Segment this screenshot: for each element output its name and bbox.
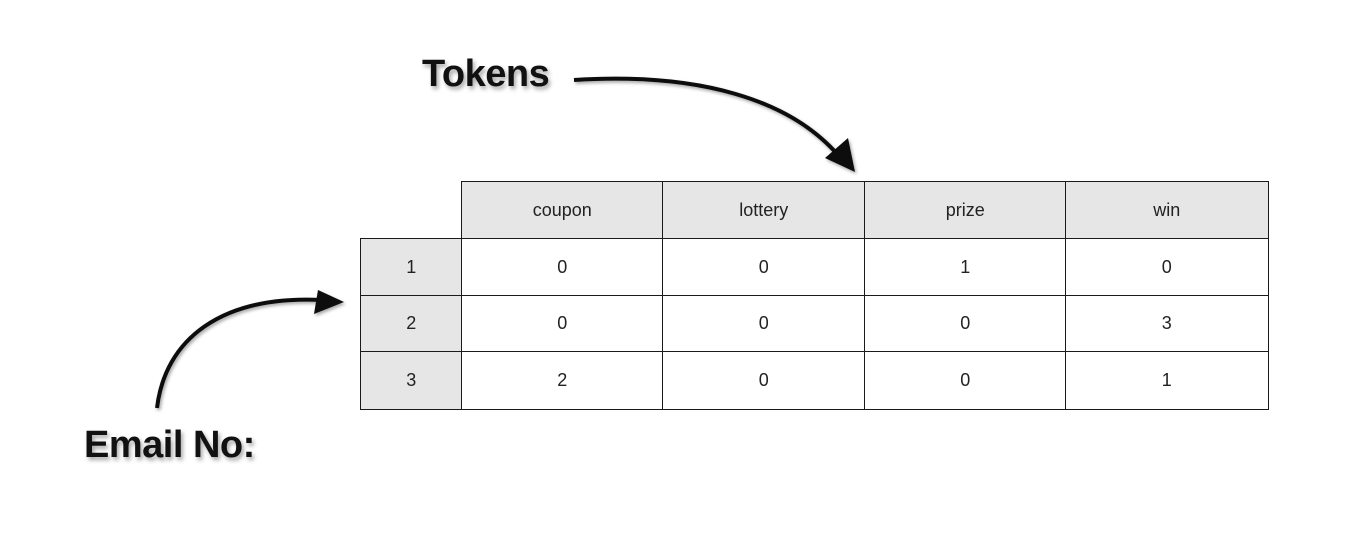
- table-cell: 0: [662, 238, 866, 297]
- column-header-win: win: [1065, 181, 1269, 240]
- email-no-label: Email No:: [84, 424, 255, 466]
- table-cell: 1: [1065, 351, 1269, 410]
- tokens-arrow: [573, 76, 855, 172]
- table-cell: 2: [461, 351, 664, 410]
- table-cell: 1: [864, 238, 1067, 297]
- email-arrow: [155, 290, 344, 409]
- column-header-prize: prize: [864, 181, 1067, 240]
- table-cell: 0: [1065, 238, 1269, 297]
- table-cell: 0: [662, 351, 866, 410]
- row-header: 3: [360, 351, 463, 410]
- table-cell: 0: [662, 295, 866, 353]
- row-header: 2: [360, 295, 463, 353]
- tokens-label: Tokens: [422, 53, 550, 95]
- table-cell: 0: [461, 295, 664, 353]
- column-header-coupon: coupon: [461, 181, 664, 240]
- column-header-lottery: lottery: [662, 181, 866, 240]
- table-cell: 0: [864, 351, 1067, 410]
- row-header: 1: [360, 238, 463, 297]
- table-cell: 3: [1065, 295, 1269, 353]
- table-cell: 0: [461, 238, 664, 297]
- table-cell: 0: [864, 295, 1067, 353]
